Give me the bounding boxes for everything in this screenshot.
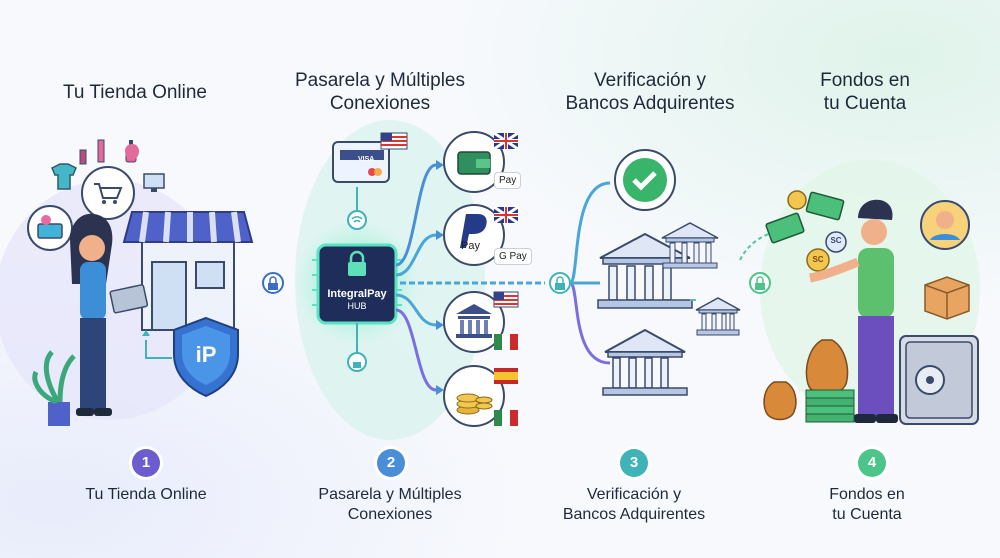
safe-icon	[899, 335, 979, 425]
lock-icon	[549, 272, 571, 294]
bank-icon	[597, 232, 693, 309]
shopkeeper-woman	[70, 213, 149, 416]
section-title-funds-line1: Fondos en	[820, 70, 910, 91]
visa-tag: VISA	[358, 156, 375, 163]
money-bag-icon	[763, 339, 849, 421]
step-marker-2: 2	[377, 449, 405, 477]
flag-us-icon	[493, 291, 519, 308]
caption-store: Tu Tienda Online	[85, 486, 207, 503]
caption-verification-line1: Verificación y	[586, 486, 682, 503]
monitor-icon	[143, 173, 165, 192]
step-marker-1: 1	[132, 449, 160, 477]
hub-chip	[312, 243, 402, 325]
package-icon	[924, 276, 970, 320]
hub-title: IntegralPay	[327, 288, 387, 300]
wifi-icon	[347, 210, 367, 230]
apple-icon	[125, 144, 139, 160]
paypal-icon	[443, 204, 505, 266]
shield-label: iP	[195, 342, 217, 367]
caption-gateway-line2: Conexiones	[347, 506, 433, 523]
cash-stack	[805, 389, 855, 423]
shield-link-arrow	[145, 340, 172, 359]
section-title-gateway-line1: Pasarela y Múltiples	[294, 70, 466, 91]
caption-funds-line2: tu Cuenta	[832, 506, 902, 523]
plant-icon	[32, 350, 76, 426]
avatar-icon	[920, 200, 970, 250]
bank-icon	[602, 328, 688, 396]
check-icon	[614, 149, 676, 211]
section-title-funds-line2: tu Cuenta	[823, 93, 907, 114]
bank-icon	[443, 291, 505, 353]
section-title-verification: Verificación y Bancos Adquirentes	[540, 69, 760, 115]
lock-icon	[749, 272, 771, 294]
google-pay-tag: G Pay	[494, 248, 532, 265]
flag-uk-icon	[493, 131, 519, 151]
section-title-funds: Fondos en tu Cuenta	[790, 69, 940, 115]
verification-branches	[568, 181, 611, 365]
section-title-store: Tu Tienda Online	[63, 82, 207, 103]
flag-us-icon	[380, 132, 408, 150]
flag-uk-icon	[493, 205, 519, 225]
man-figure	[809, 199, 898, 423]
bank-icon	[695, 297, 741, 336]
tshirt-icon	[51, 163, 77, 190]
coins-icon	[443, 365, 505, 427]
flag-mexico-icon	[494, 410, 518, 426]
coin-icon	[787, 190, 847, 272]
caption-gateway-line1: Pasarela y Múltiples	[318, 486, 462, 503]
money-flow-arc	[739, 229, 791, 261]
caption-verification: Verificación y Bancos Adquirentes	[524, 485, 744, 525]
caption-gateway: Pasarela y Múltiples Conexiones	[280, 485, 500, 525]
bank-icon	[661, 222, 719, 269]
section-title-gateway-line2: Conexiones	[329, 93, 431, 114]
flag-mexico-icon	[494, 334, 518, 350]
step-marker-4: 4	[858, 449, 886, 477]
caption-funds-line1: Fondos en	[829, 486, 905, 503]
apple-pay-label: Pay	[461, 240, 480, 252]
section-title-verification-line1: Verificación y	[594, 70, 706, 91]
hub-subtitle: HUB	[347, 301, 367, 311]
shield-link-arrowhead	[142, 330, 150, 336]
store-icon	[122, 211, 254, 331]
section-title-gateway: Pasarela y Múltiples Conexiones	[265, 69, 495, 115]
step-marker-3: 3	[620, 449, 648, 477]
hub-branches	[395, 163, 545, 392]
caption-funds: Fondos en tu Cuenta	[792, 485, 942, 525]
shopping-cart-icon	[81, 166, 135, 220]
basket-bubble	[27, 205, 73, 251]
shield-icon	[173, 316, 239, 398]
apple-pay-tag: Pay	[494, 172, 522, 189]
coin-label-1: SC	[830, 236, 842, 245]
lock-icon	[262, 272, 284, 294]
wallet-icon	[443, 131, 505, 193]
credit-card-icon	[332, 141, 390, 183]
section-title-verification-line2: Bancos Adquirentes	[565, 93, 735, 114]
banknote-icon	[765, 191, 845, 244]
lipstick-icon	[79, 139, 105, 165]
lock-icon	[347, 352, 367, 372]
coin-label-2: SC	[812, 255, 824, 264]
flag-spain-icon	[494, 368, 518, 384]
caption-verification-line2: Bancos Adquirentes	[562, 506, 706, 523]
